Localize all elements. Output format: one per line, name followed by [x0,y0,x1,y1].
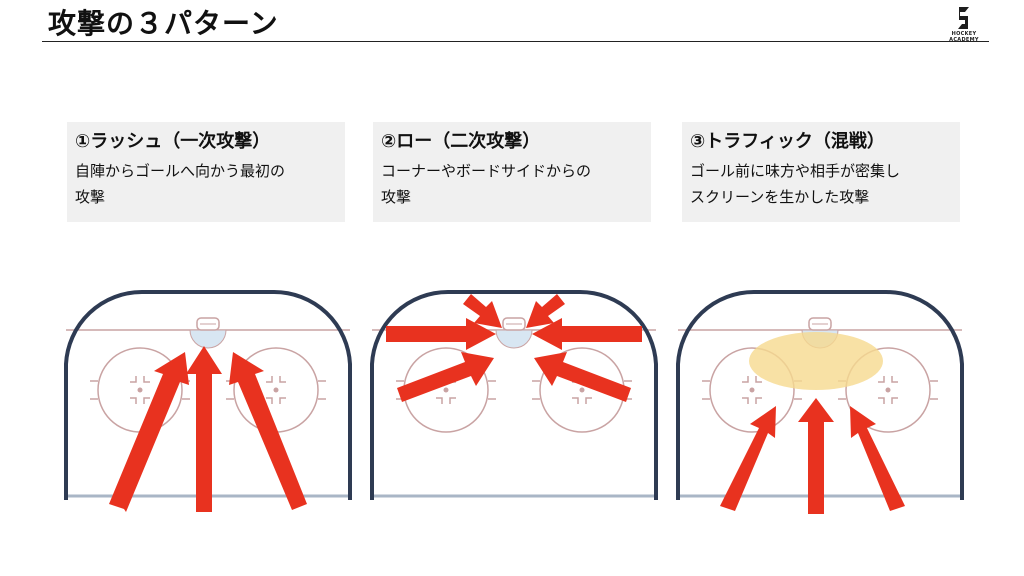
arrow-icon [534,352,631,402]
card-traffic-heading: ③トラフィック（混戦） [690,131,885,152]
card-low-body-line2: 攻撃 [381,188,412,206]
attack-arrows [109,346,307,512]
logo-s-icon [958,7,969,29]
logo-text: HOCKEY ACADEMY [949,31,979,43]
page-title: 攻撃の３パターン [48,7,279,40]
arrow-icon [229,352,307,510]
card-low: ②ロー（二次攻撃） コーナーやボードサイドからの 攻撃 [373,122,651,222]
attack-arrows [720,398,905,514]
card-traffic-body-line1: ゴール前に味方や相手が密集し [690,162,901,180]
arrow-icon [386,318,496,350]
arrow-icon [109,352,189,512]
title-underline [42,41,989,42]
arrow-icon [186,346,222,512]
traffic-zone [749,332,883,390]
card-traffic-body: ゴール前に味方や相手が密集し スクリーンを生かした攻撃 [690,158,952,210]
rink-rush-diagram [64,289,352,512]
attack-arrows [386,294,642,402]
card-rush-heading: ①ラッシュ（一次攻撃） [75,131,271,152]
arrow-icon [463,294,502,328]
card-low-body: コーナーやボードサイドからの 攻撃 [381,158,643,210]
arrow-icon [397,352,494,402]
arrow-icon [850,406,905,511]
card-traffic: ③トラフィック（混戦） ゴール前に味方や相手が密集し スクリーンを生かした攻撃 [682,122,960,222]
card-rush-body-line2: 攻撃 [75,188,106,206]
card-rush-body: 自陣からゴールへ向かう最初の 攻撃 [75,158,337,210]
card-low-heading: ②ロー（二次攻撃） [381,131,541,152]
card-low-body-line1: コーナーやボードサイドからの [381,162,592,180]
arrow-icon [532,318,642,350]
card-rush-body-line1: 自陣からゴールへ向かう最初の [75,162,286,180]
rink-traffic-diagram [676,289,964,514]
arrow-icon [798,398,834,514]
card-rush: ①ラッシュ（一次攻撃） 自陣からゴールへ向かう最初の 攻撃 [67,122,345,222]
card-traffic-body-line2: スクリーンを生かした攻撃 [690,188,870,206]
arrow-icon [526,294,565,328]
rink-low-diagram [370,289,658,500]
arrow-icon [720,406,776,511]
hockey-academy-logo: HOCKEY ACADEMY [938,4,990,43]
